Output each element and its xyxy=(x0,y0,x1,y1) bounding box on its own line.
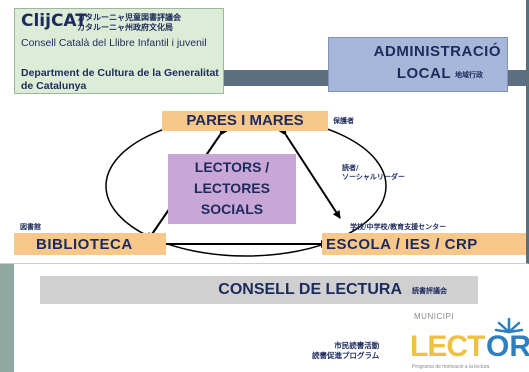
administracio-label-line2: LOCAL xyxy=(396,65,451,82)
lectors-line2: LECTORES xyxy=(194,180,270,196)
lectors-socials-box: LECTORS / LECTORES SOCIALS xyxy=(168,154,296,224)
administracio-label-line1: ADMINISTRACIÓ xyxy=(373,43,501,60)
clijcat-consell-label: Consell Català del Llibre Infantil i juv… xyxy=(21,37,207,49)
escola-japanese-label: 学校/中学校/教育支援センター xyxy=(350,223,447,231)
escola-label: ESCOLA / IES / CRP xyxy=(326,236,478,253)
clijcat-japanese-label: カタルーニャ児童図書評議会 カタルーニャ州政府文化局 xyxy=(77,13,181,32)
lectors-line1: LECTORS / xyxy=(194,159,270,175)
consell-de-lectura-bar: CONSELL DE LECTURA 読書評議会 xyxy=(40,276,478,304)
biblioteca-label: BIBLIOTECA xyxy=(36,236,133,253)
lectors-socials-label: LECTORS / LECTORES SOCIALS xyxy=(168,157,296,220)
consell-japanese-label: 読書評議会 xyxy=(412,287,447,295)
logo-or-text: OR xyxy=(486,330,529,363)
pares-japanese-label: 保護者 xyxy=(333,117,354,125)
escola-box: ESCOLA / IES / CRP xyxy=(322,233,526,255)
logo-tagline: Programa de motivació a la lectura xyxy=(412,364,490,370)
clijcat-title: ClijCAT xyxy=(21,11,87,31)
pares-i-mares-box: PARES I MARES xyxy=(162,111,328,131)
arrow-pares-escola xyxy=(278,126,341,219)
biblioteca-box: BIBLIOTECA xyxy=(14,233,166,255)
pares-i-mares-label: PARES I MARES xyxy=(186,112,304,129)
administracio-japanese-label: 地域行政 xyxy=(455,71,483,79)
municipi-lector-logo: MUNICIPI LECT OR Programa de motivació a… xyxy=(408,310,529,372)
lectors-line3: SOCIALS xyxy=(200,201,264,217)
clijcat-department-label: Department de Cultura de la Generalitat … xyxy=(21,67,219,92)
lectors-japanese-label: 読者/ ソーシャルリーダー xyxy=(342,164,405,181)
clijcat-box: ClijCAT カタルーニャ児童図書評議会 カタルーニャ州政府文化局 Conse… xyxy=(14,8,224,94)
logo-lect-text: LECT xyxy=(410,330,485,363)
sunburst-icon xyxy=(494,317,524,334)
consell-de-lectura-label: CONSELL DE LECTURA xyxy=(218,281,402,298)
logo-municipi-text: MUNICIPI xyxy=(414,312,454,321)
municipi-japanese-label: 市民読書活動 読書促進プログラム xyxy=(312,341,380,360)
administracio-local-box: ADMINISTRACIÓ LOCAL 地域行政 xyxy=(328,37,508,92)
biblioteca-japanese-label: 図書館 xyxy=(20,223,41,231)
